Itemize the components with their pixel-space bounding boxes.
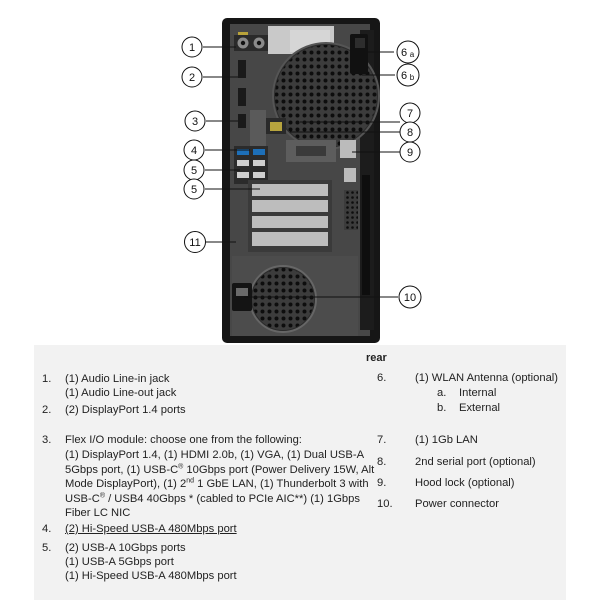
side-vent xyxy=(344,190,358,230)
callout-8: 8 xyxy=(399,121,421,143)
callout-7: 7 xyxy=(399,102,421,124)
svg-text:5: 5 xyxy=(191,184,197,196)
flex-io-options: (1) DisplayPort 1.4, (1) HDMI 2.0b, (1) … xyxy=(65,449,375,519)
expansion-slots xyxy=(248,180,332,252)
svg-text:10: 10 xyxy=(404,292,416,304)
port-legend: rear 1. (1) Audio Line-in jack (1) Audio… xyxy=(34,345,566,600)
svg-text:4: 4 xyxy=(191,145,197,157)
svg-text:1: 1 xyxy=(189,42,195,54)
svg-text:8: 8 xyxy=(407,127,413,139)
svg-text:11: 11 xyxy=(189,237,200,249)
usb-ports-block xyxy=(234,146,268,184)
callout-10: 10 xyxy=(398,285,422,309)
callout-3: 3 xyxy=(184,110,206,132)
svg-text:9: 9 xyxy=(407,147,413,159)
power-connector xyxy=(232,283,252,311)
callout-5b: 5 xyxy=(183,178,205,200)
svg-text:6: 6 xyxy=(401,47,407,59)
svg-text:7: 7 xyxy=(407,108,413,120)
callout-11: 11 xyxy=(184,231,206,253)
hood-lock xyxy=(340,140,356,158)
svg-text:a: a xyxy=(410,50,415,59)
bottom-fan-grille xyxy=(249,265,317,333)
svg-text:5: 5 xyxy=(191,165,197,177)
callout-leader-lines xyxy=(203,46,400,298)
displayport-ports xyxy=(238,60,246,106)
svg-text:6: 6 xyxy=(401,70,407,82)
callout-1: 1 xyxy=(181,36,203,58)
svg-text:3: 3 xyxy=(192,116,198,128)
legend-heading: rear xyxy=(366,352,387,364)
callout-5a: 5 xyxy=(183,159,205,181)
wlan-antenna-module xyxy=(350,34,368,74)
svg-text:b: b xyxy=(410,73,415,82)
callout-2: 2 xyxy=(181,66,203,88)
svg-text:2: 2 xyxy=(189,72,195,84)
callout-9: 9 xyxy=(399,141,421,163)
callout-4: 4 xyxy=(183,139,205,161)
audio-jacks xyxy=(234,32,268,51)
